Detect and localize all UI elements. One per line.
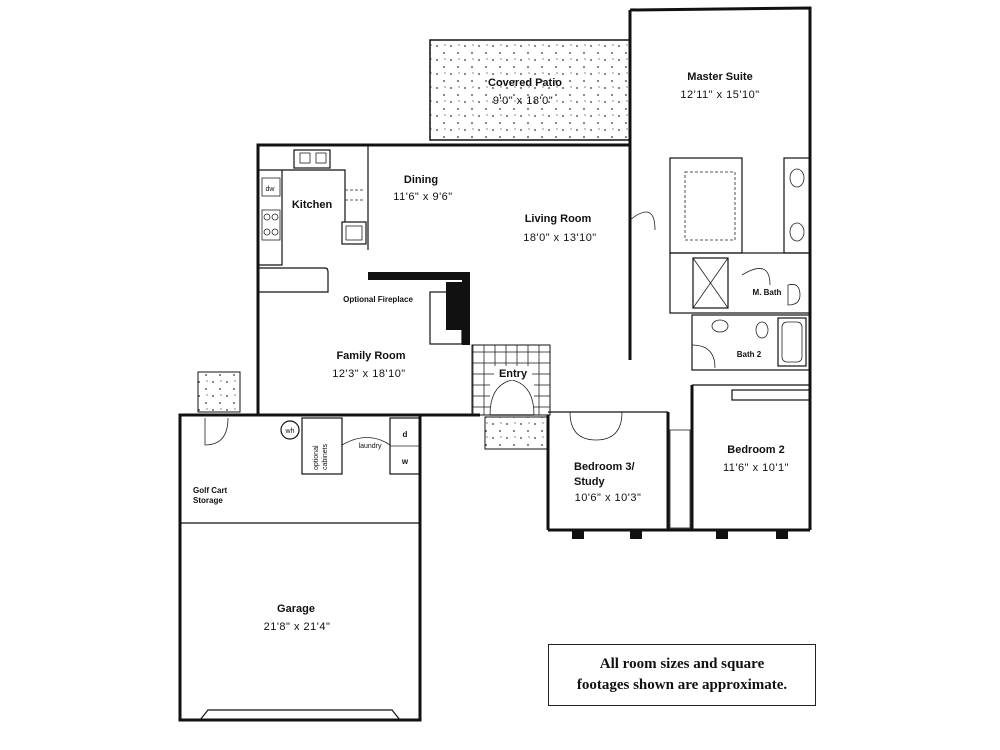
master-bath [669, 252, 811, 314]
family-room-name: Family Room [336, 350, 405, 362]
approximate-sizes-note: All room sizes and square footages shown… [548, 644, 816, 706]
main-walls [256, 143, 630, 417]
covered-patio-dims: 9'0" x 18'0" [493, 95, 553, 107]
master-suite-name: Master Suite [687, 71, 752, 83]
living-room-name: Living Room [525, 213, 592, 225]
golf-cart-label-line2: Storage [193, 496, 223, 505]
entry-floor [471, 344, 551, 416]
bedroom-3-dims: 10'6" x 10'3" [575, 492, 642, 504]
garage-dims: 21'8" x 21'4" [264, 621, 331, 633]
dryer-label: d [403, 430, 408, 439]
bath-2 [691, 314, 811, 371]
kitchen-name: Kitchen [292, 199, 333, 211]
optional-cabinets-label: optional [313, 445, 320, 470]
golf-cart-label: Golf Cart [193, 486, 228, 495]
bedroom-2-dims: 11'6" x 10'1" [723, 462, 789, 474]
fireplace [368, 272, 470, 345]
bedroom-walls [546, 384, 811, 539]
living-room-dims: 18'0" x 13'10" [523, 232, 596, 244]
master-closet [629, 157, 811, 286]
bath-2-label: Bath 2 [737, 350, 762, 359]
side-porch [197, 371, 241, 413]
dining-dims: 11'6" x 9'6" [393, 191, 452, 203]
entry-name: Entry [499, 368, 528, 380]
optional-fireplace-label: Optional Fireplace [343, 295, 413, 304]
garage-name: Garage [277, 603, 315, 615]
master-suite-dims: 12'11" x 15'10" [680, 89, 759, 101]
garage-walls [178, 413, 422, 722]
covered-patio-name: Covered Patio [488, 77, 562, 89]
washer-label: w [401, 457, 409, 466]
water-heater-label: wh [285, 428, 295, 435]
dining-name: Dining [404, 174, 438, 186]
note-line-2: footages shown are approximate. [576, 677, 788, 693]
family-room-dims: 12'3" x 18'10" [332, 368, 405, 380]
m-bath-label: M. Bath [753, 288, 782, 297]
dishwasher-label: dw [266, 186, 276, 193]
optional-cabinets-label-line2: cabinets [322, 443, 329, 470]
entry-porch [484, 416, 548, 450]
kitchen-counters [258, 149, 367, 293]
bedroom-2-name: Bedroom 2 [727, 444, 784, 456]
bedroom-3-name: Bedroom 3/ [574, 461, 635, 473]
covered-patio [429, 39, 631, 141]
laundry-area [280, 417, 421, 475]
bedroom-3-name-line2: Study [574, 476, 605, 488]
note-line-1: All room sizes and square [599, 656, 765, 672]
laundry-label: laundry [359, 443, 382, 450]
